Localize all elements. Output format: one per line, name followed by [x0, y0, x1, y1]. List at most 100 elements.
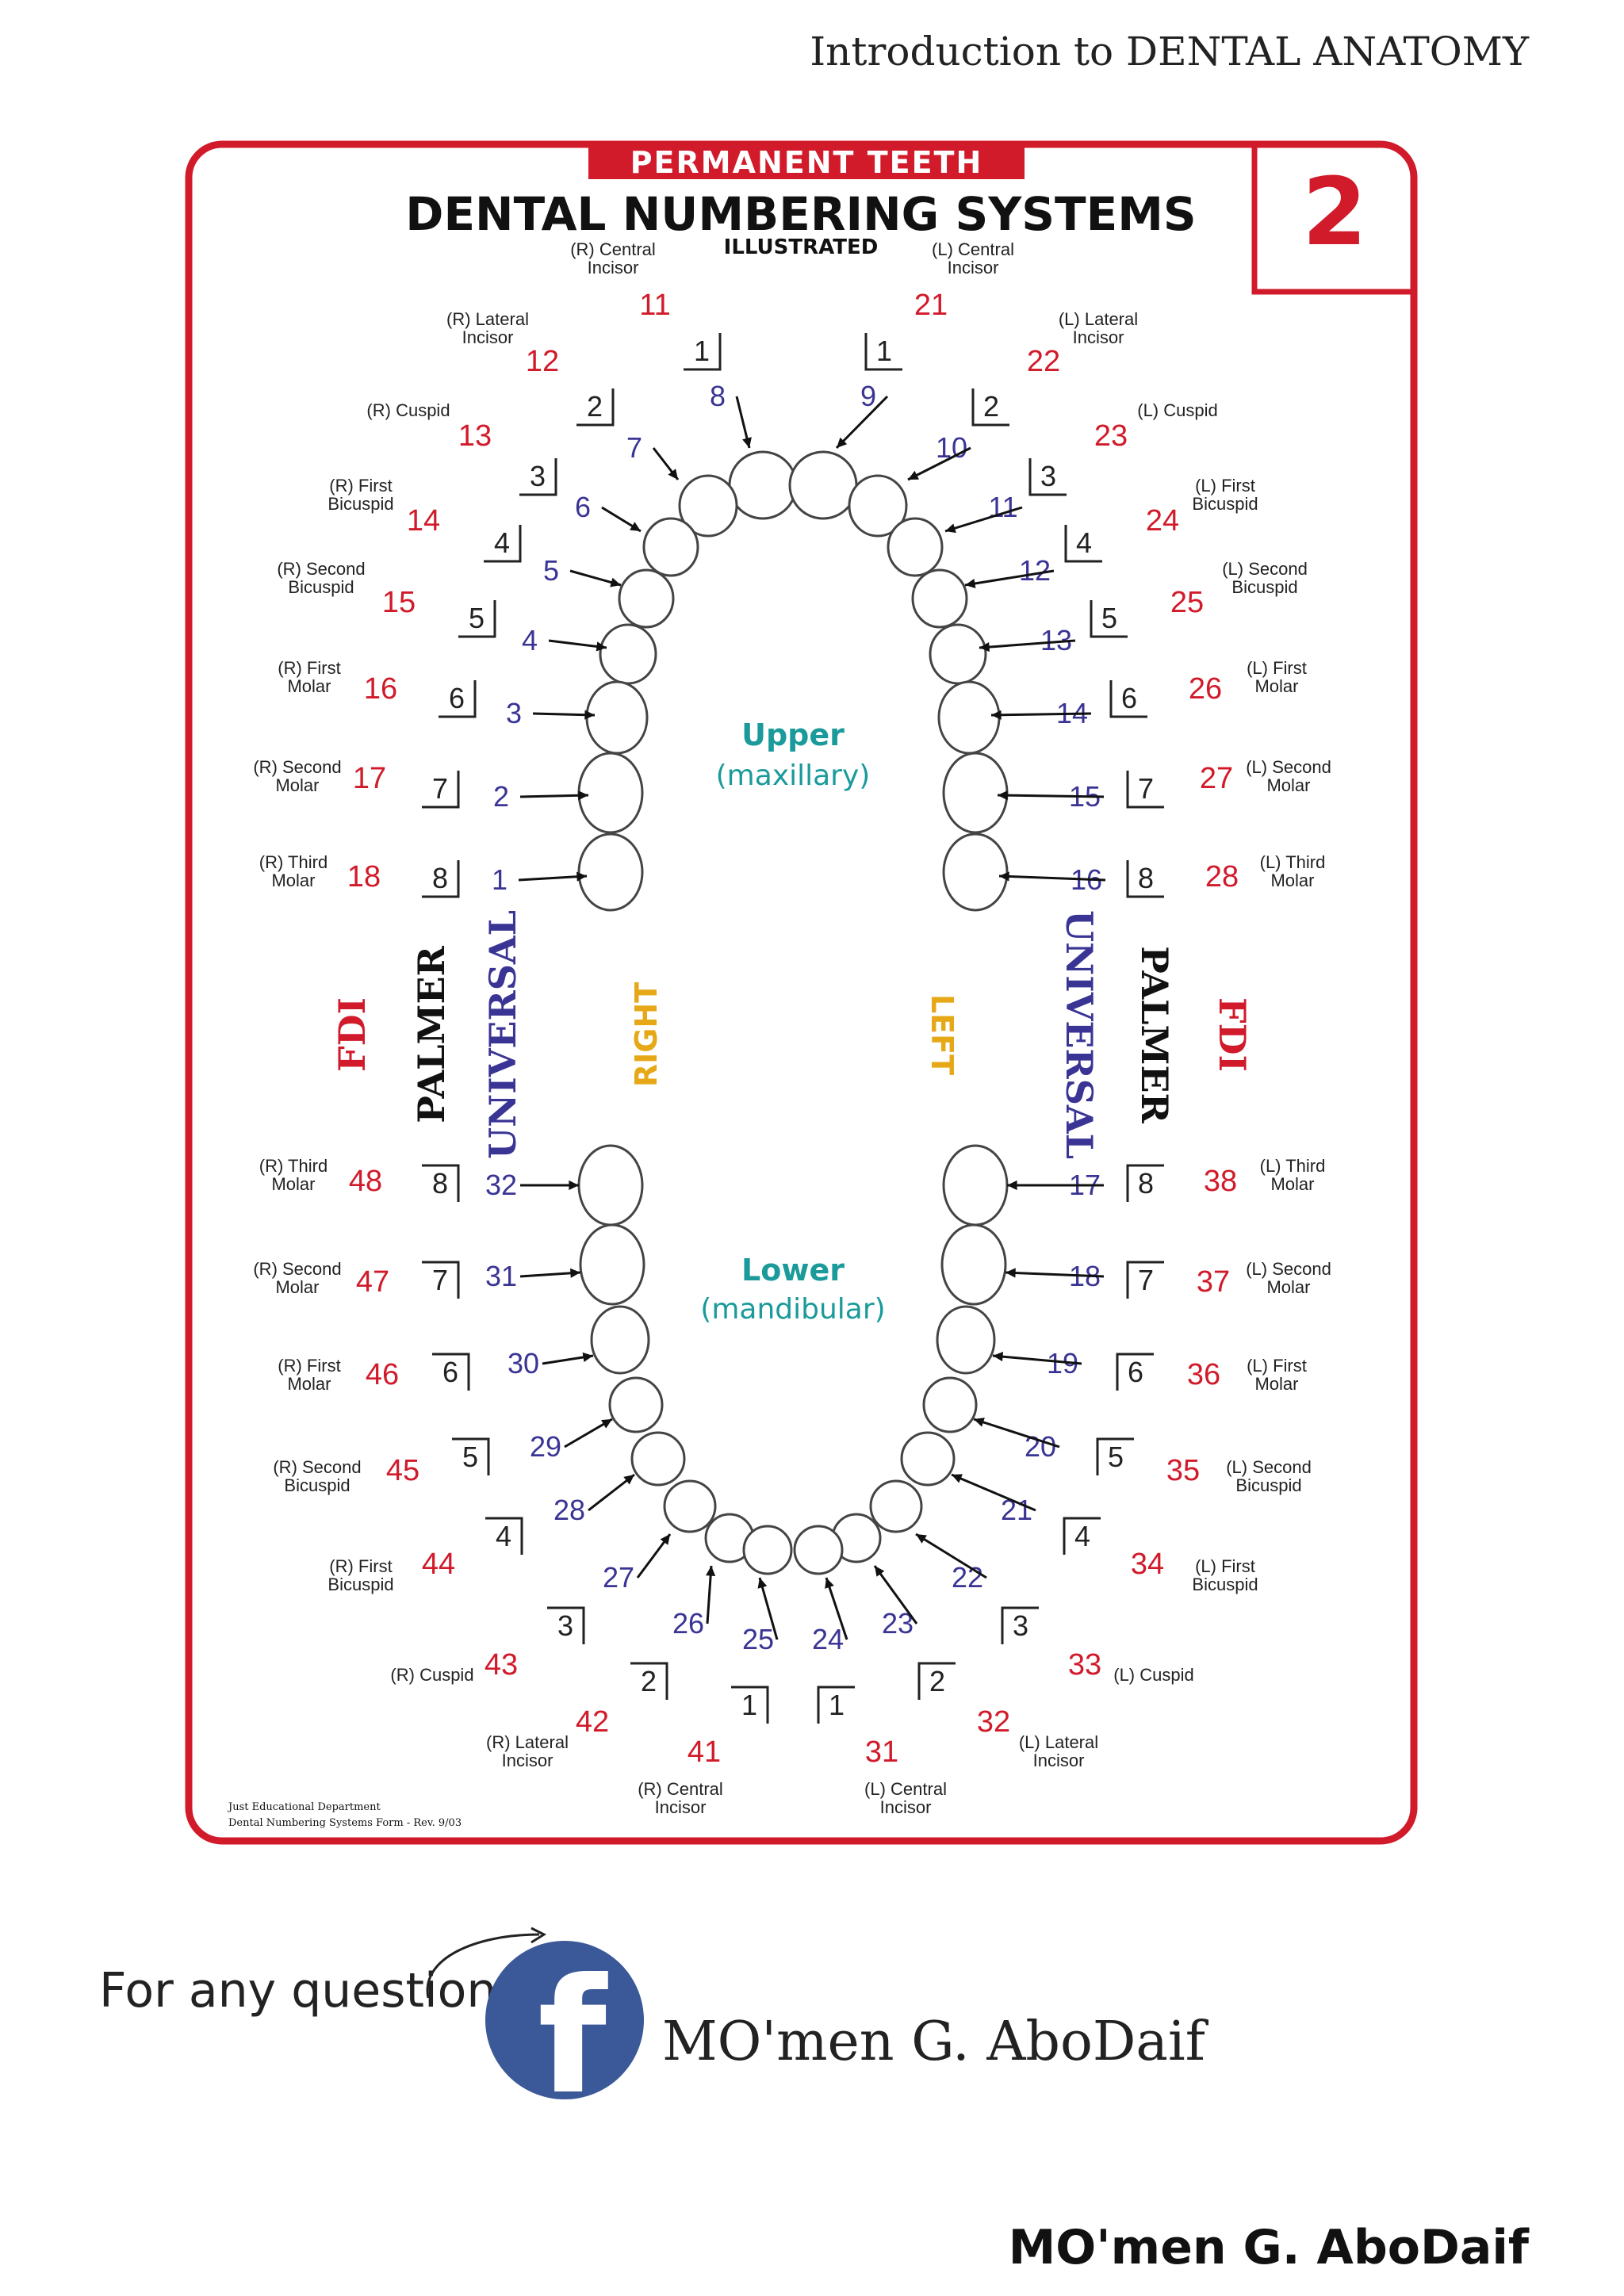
lower-l-arrowhead-21 [952, 1474, 963, 1483]
lower-r-arrow-31 [519, 1271, 581, 1278]
card-title: DENTAL NUMBERING SYSTEMS [405, 187, 1196, 241]
label-universal-right: UNIVERSAL [1058, 910, 1101, 1159]
upper-jaw-label: Upper [741, 718, 845, 752]
upper-r-palmer-12-palmer: 2 [587, 390, 603, 423]
lower-l-fdi-37: 37 [1197, 1265, 1230, 1299]
lower-l-arrowhead-17 [1007, 1180, 1017, 1191]
upper-r-palmer-14-palmer: 4 [494, 526, 510, 559]
facebook-icon[interactable]: f [485, 1941, 644, 2117]
upper-l-name-23: (L) Cuspid [1137, 400, 1217, 420]
lower-jaw-sublabel: (mandibular) [700, 1293, 885, 1326]
upper-r-universal-5: 5 [543, 554, 559, 587]
lower-r-universal-29: 29 [530, 1430, 561, 1463]
contact-label: For any question: [99, 1963, 513, 2019]
lower-l-tooth-22 [869, 1479, 923, 1533]
lower-jaw-label: Lower [741, 1253, 845, 1288]
upper-l-palmer-28-palmer: 8 [1138, 862, 1154, 894]
lower-l-palmer-36-palmer: 6 [1128, 1356, 1143, 1388]
lower-r-palmer-43-bracket [547, 1606, 585, 1644]
lower-r-arrowhead-32 [569, 1180, 579, 1191]
upper-r-fdi-17: 17 [353, 762, 386, 795]
upper-l-palmer-23-palmer: 3 [1040, 460, 1056, 492]
lower-l-palmer-32-palmer: 2 [929, 1665, 945, 1697]
lower-l-fdi-35: 35 [1166, 1454, 1200, 1487]
upper-l-palmer-28-bracket [1126, 860, 1164, 898]
lower-r-palmer-47-bracket [422, 1261, 460, 1299]
upper-r-palmer-13-bracket [519, 458, 557, 496]
lower-r-tooth-25 [742, 1525, 793, 1575]
upper-r-arrow-1 [518, 874, 588, 882]
lower-l-arrow-23 [873, 1565, 918, 1624]
upper-r-arrow-2 [519, 794, 589, 798]
upper-r-arrowhead-5 [610, 577, 621, 587]
upper-r-palmer-12-bracket [576, 388, 615, 427]
lower-l-tooth-20 [922, 1376, 978, 1433]
upper-r-arrowhead-1 [576, 871, 587, 882]
upper-l-arrow-11 [944, 506, 1023, 533]
lower-r-fdi-42: 42 [576, 1705, 609, 1739]
upper-l-arrow-10 [907, 446, 971, 481]
upper-r-fdi-11: 11 [639, 289, 670, 322]
upper-r-arrow-3 [532, 712, 596, 717]
lower-r-palmer-43-palmer: 3 [557, 1609, 573, 1642]
lower-l-palmer-34-bracket [1063, 1517, 1101, 1555]
upper-r-tooth-3 [585, 680, 649, 755]
lower-r-fdi-43: 43 [485, 1648, 518, 1682]
upper-l-palmer-22-bracket [971, 388, 1009, 427]
lower-l-palmer-36-bracket [1116, 1353, 1154, 1391]
upper-l-palmer-27-palmer: 7 [1138, 772, 1154, 805]
upper-l-fdi-21: 21 [914, 289, 948, 322]
author-facebook-name[interactable]: MO'men G. AboDaif [662, 2011, 1205, 2073]
label-left-side: LEFT [925, 994, 959, 1075]
card-subtitle: ILLUSTRATED [724, 235, 879, 259]
upper-l-arrow-12 [964, 569, 1055, 587]
upper-l-tooth-11 [887, 517, 944, 577]
upper-l-tooth-16 [942, 832, 1009, 912]
lower-r-arrowhead-30 [582, 1352, 593, 1362]
upper-l-arrowhead-10 [908, 470, 919, 480]
upper-r-palmer-13-palmer: 3 [530, 460, 546, 492]
contact-arrow [426, 1927, 547, 1999]
lower-l-palmer-32-bracket [917, 1662, 956, 1700]
upper-r-palmer-15-palmer: 5 [469, 602, 485, 634]
upper-r-tooth-4 [599, 623, 657, 685]
label-fdi-right: FDI [1211, 997, 1254, 1072]
lower-l-arrow-24 [825, 1577, 848, 1640]
upper-l-palmer-24-palmer: 4 [1076, 526, 1092, 559]
upper-r-fdi-14: 14 [407, 504, 440, 538]
upper-r-palmer-15-bracket [458, 600, 496, 638]
upper-r-arrowhead-7 [668, 469, 678, 480]
lower-r-fdi-47: 47 [356, 1265, 389, 1299]
upper-l-universal-11: 11 [988, 491, 1017, 523]
lower-r-arrowhead-26 [706, 1566, 716, 1576]
lower-l-tooth-19 [936, 1305, 996, 1375]
upper-l-palmer-26-bracket [1109, 680, 1147, 718]
upper-r-arrowhead-3 [584, 710, 595, 720]
lower-r-fdi-41: 41 [688, 1735, 721, 1769]
lower-r-palmer-46-bracket [432, 1353, 470, 1391]
upper-l-tooth-13 [929, 623, 987, 685]
upper-r-palmer-16-palmer: 6 [449, 682, 465, 714]
upper-r-palmer-14-bracket [484, 525, 522, 563]
lower-r-name-43: (R) Cuspid [390, 1665, 473, 1685]
upper-l-fdi-24: 24 [1146, 504, 1179, 538]
lower-l-fdi-31: 31 [865, 1735, 898, 1769]
lower-l-fdi-36: 36 [1187, 1358, 1220, 1391]
lower-r-palmer-45-bracket [452, 1437, 490, 1475]
lower-r-universal-28: 28 [553, 1494, 585, 1526]
lower-l-tooth-18 [940, 1223, 1007, 1306]
